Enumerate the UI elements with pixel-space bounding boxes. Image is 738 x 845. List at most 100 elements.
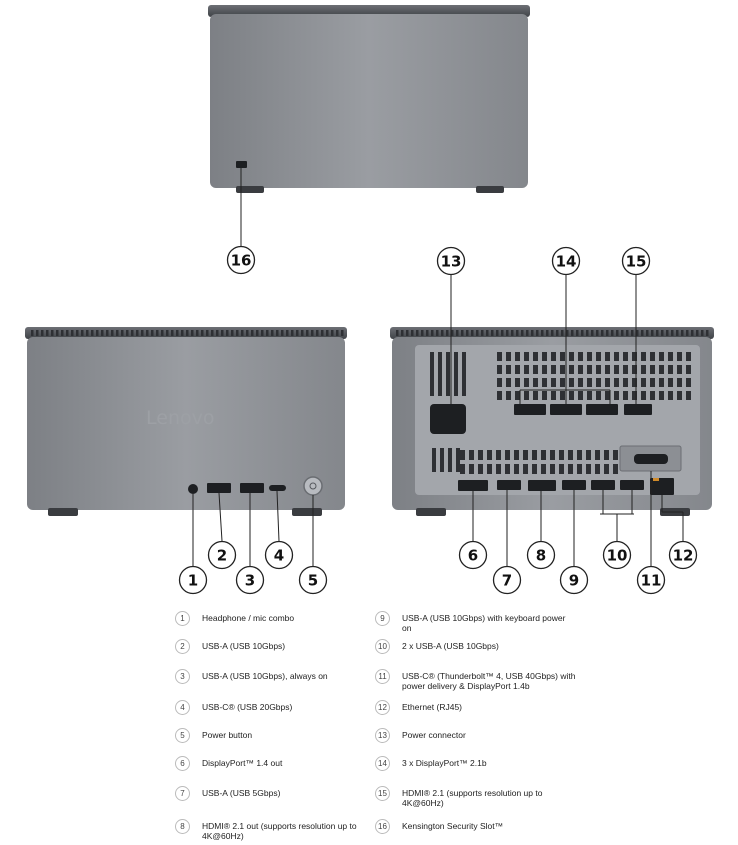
vent-slot bbox=[431, 330, 434, 336]
vent-slot bbox=[596, 330, 599, 336]
vent-hole bbox=[440, 448, 444, 472]
legend-number: 15 bbox=[375, 786, 390, 801]
vent-slot bbox=[306, 330, 309, 336]
rear-foot-left bbox=[416, 508, 446, 516]
vent-slot bbox=[321, 330, 324, 336]
vent-slot bbox=[146, 330, 149, 336]
vent-hole bbox=[497, 365, 502, 374]
vent-slot bbox=[31, 330, 34, 336]
vent-slot bbox=[666, 330, 669, 336]
vent-hole bbox=[560, 378, 565, 387]
power-connector bbox=[430, 404, 466, 434]
vent-hole bbox=[659, 365, 664, 374]
vent-slot bbox=[336, 330, 339, 336]
legend-description: Power connector bbox=[402, 730, 466, 740]
vent-hole bbox=[487, 464, 492, 474]
vent-hole bbox=[632, 365, 637, 374]
vent-slot bbox=[331, 330, 334, 336]
vent-slot bbox=[681, 330, 684, 336]
vent-hole bbox=[515, 365, 520, 374]
legend-description: Headphone / mic combo bbox=[202, 613, 295, 623]
vent-slot bbox=[676, 330, 679, 336]
front-usb-a-2 bbox=[240, 483, 264, 493]
vent-slot bbox=[566, 330, 569, 336]
callout-label-15: 15 bbox=[626, 253, 647, 271]
vent-hole bbox=[505, 464, 510, 474]
vent-hole bbox=[514, 450, 519, 460]
vent-hole bbox=[533, 391, 538, 400]
vent-hole bbox=[448, 448, 452, 472]
vent-hole bbox=[506, 352, 511, 361]
vent-hole bbox=[532, 464, 537, 474]
vent-slot bbox=[521, 330, 524, 336]
front-view-device: Lenovo bbox=[25, 327, 347, 516]
callout-circle-1 bbox=[178, 565, 208, 595]
vent-hole bbox=[559, 450, 564, 460]
vent-slot bbox=[316, 330, 319, 336]
callout-circle-14 bbox=[551, 246, 581, 276]
callout-circle-4 bbox=[264, 540, 294, 570]
vent-slot bbox=[96, 330, 99, 336]
vent-slot bbox=[116, 330, 119, 336]
callout-circle-10 bbox=[602, 540, 632, 570]
vent-hole bbox=[650, 391, 655, 400]
vent-hole bbox=[587, 391, 592, 400]
vent-hole bbox=[596, 352, 601, 361]
vent-slot bbox=[216, 330, 219, 336]
side-foot-left bbox=[236, 186, 264, 193]
ethernet-led bbox=[653, 478, 659, 481]
vent-hole bbox=[650, 352, 655, 361]
thunderbolt-port bbox=[634, 454, 668, 464]
vent-slot bbox=[211, 330, 214, 336]
vent-slot bbox=[701, 330, 704, 336]
vent-hole bbox=[542, 378, 547, 387]
vent-hole bbox=[478, 464, 483, 474]
vent-slot bbox=[76, 330, 79, 336]
legend-number: 7 bbox=[175, 786, 190, 801]
vent-hole bbox=[686, 391, 691, 400]
vent-slot bbox=[691, 330, 694, 336]
callout-circle-16 bbox=[226, 245, 256, 275]
vent-hole bbox=[632, 378, 637, 387]
callout-circle-15 bbox=[621, 246, 651, 276]
legend-number: 11 bbox=[375, 669, 390, 684]
vent-slot bbox=[486, 330, 489, 336]
vent-slot bbox=[136, 330, 139, 336]
vent-slot bbox=[611, 330, 614, 336]
vent-slot bbox=[261, 330, 264, 336]
vent-slot bbox=[256, 330, 259, 336]
vent-hole bbox=[578, 391, 583, 400]
legend-number: 16 bbox=[375, 819, 390, 834]
vent-slot bbox=[141, 330, 144, 336]
vent-slot bbox=[196, 330, 199, 336]
vent-slot bbox=[536, 330, 539, 336]
vent-slot bbox=[221, 330, 224, 336]
vent-hole bbox=[605, 365, 610, 374]
callout-label-11: 11 bbox=[641, 572, 662, 590]
vent-slot bbox=[166, 330, 169, 336]
vent-slot bbox=[561, 330, 564, 336]
vent-hole bbox=[469, 450, 474, 460]
vent-slot bbox=[541, 330, 544, 336]
vent-slot bbox=[301, 330, 304, 336]
legend-description: DisplayPort™ 1.4 out bbox=[202, 758, 283, 768]
vent-slot bbox=[471, 330, 474, 336]
callout-circle-12 bbox=[668, 540, 698, 570]
vent-hole bbox=[595, 464, 600, 474]
vent-hole bbox=[523, 450, 528, 460]
vent-hole bbox=[641, 365, 646, 374]
leader-lines bbox=[192, 168, 684, 566]
vent-slot bbox=[646, 330, 649, 336]
legend-description: USB-A (USB 5Gbps) bbox=[202, 788, 281, 798]
vent-slot bbox=[56, 330, 59, 336]
vent-hole bbox=[613, 450, 618, 460]
vent-slot bbox=[631, 330, 634, 336]
rear-usb-a-5g bbox=[497, 480, 521, 490]
